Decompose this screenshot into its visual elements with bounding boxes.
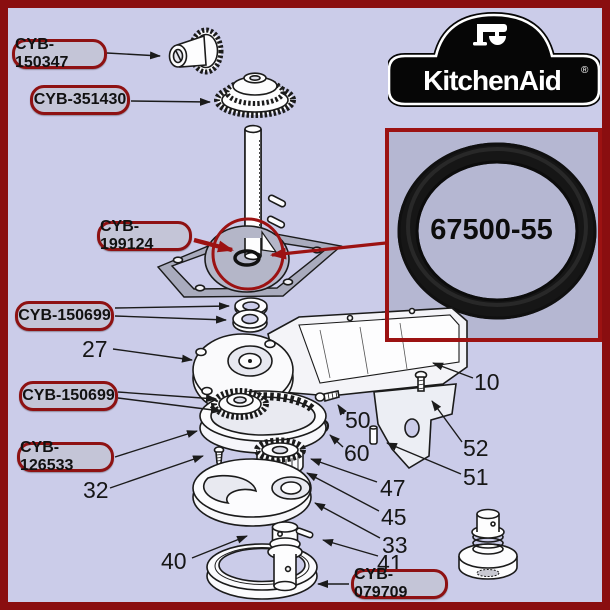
logo-wordmark: KitchenAid	[423, 65, 561, 96]
stand-mixer-icon	[473, 24, 507, 46]
oring-image	[397, 142, 597, 320]
inset-red-border	[385, 128, 602, 342]
oring-inset-panel: 67500-55	[385, 128, 602, 342]
kitchenaid-badge: KitchenAid ®	[386, 11, 602, 107]
item-number-47: 47	[380, 475, 406, 501]
kitchenaid-logo: KitchenAid ®	[386, 11, 602, 107]
gasket-part	[156, 228, 343, 298]
agitator-shaft-part	[267, 521, 314, 592]
screw-50-part	[314, 390, 340, 403]
item-number-40: 40	[161, 548, 187, 574]
coupler-gear-part	[168, 27, 224, 75]
part-label-cyb-351430: CYB-351430	[30, 85, 130, 115]
planetary-shaft-part	[244, 124, 262, 243]
logo-registered-mark: ®	[581, 65, 589, 76]
item-number-32: 32	[83, 477, 109, 503]
item-number-60: 60	[344, 440, 370, 466]
roll-pin-upper	[267, 194, 287, 208]
screw-52-part	[414, 370, 428, 392]
small-oring-part	[233, 249, 261, 267]
bevel-gear-part	[214, 72, 296, 118]
pin-51-part	[369, 425, 378, 445]
part-label-cyb-079709: CYB-079709	[351, 566, 448, 601]
part-label-cyb-126533: CYB-126533	[17, 439, 114, 474]
red-arrow-from-inset	[270, 241, 387, 260]
item-number-52: 52	[463, 435, 489, 461]
roll-pin-lower	[266, 215, 286, 229]
item-number-27: 27	[82, 336, 108, 362]
part-label-cyb-150699-a: CYB-150699	[15, 301, 114, 331]
sun-gear-part	[211, 388, 269, 420]
washer-lower	[232, 309, 268, 333]
part-label-cyb-150699-b: CYB-150699	[19, 381, 118, 411]
item-number-45: 45	[381, 504, 407, 530]
part-label-cyb-150347: CYB-150347	[12, 36, 107, 71]
planetary-carrier-part	[192, 458, 312, 527]
leader-arrows	[106, 51, 474, 588]
item-number-50: 50	[345, 407, 371, 433]
item-number-10: 10	[474, 369, 500, 395]
item-number-33: 33	[382, 532, 408, 558]
part-label-cyb-199124: CYB-199124	[97, 218, 192, 253]
item-number-51: 51	[463, 464, 489, 490]
inset-part-number: 67500-55	[430, 214, 553, 246]
red-arrow-from-label	[193, 237, 234, 253]
foot-assembly-part	[458, 508, 518, 580]
